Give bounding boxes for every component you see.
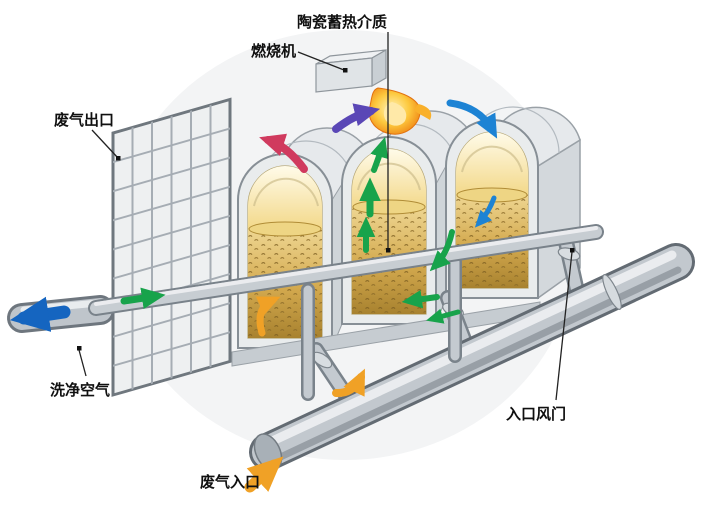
label-inlet-damper: 入口风门 (506, 405, 566, 423)
chamber-middle (341, 136, 437, 325)
leader-inlet-damper (555, 251, 573, 401)
orange-flow-arrow-elbow (332, 368, 365, 398)
diagram-labels: 陶瓷蓄热介质 燃烧机 废气出口 洗净空气 入口风门 废气入口 (50, 13, 566, 491)
green-flow-arrow-gap-down (429, 229, 455, 272)
orange-flow-arrow-bed (255, 296, 281, 337)
red-flow-arrow-top (259, 133, 308, 173)
leader-dot-damper (570, 248, 575, 253)
green-flow-arrow-to-flame (370, 136, 389, 173)
leader-dot-burner (343, 68, 348, 73)
ceramic-bed-left-hot (248, 166, 322, 228)
green-flow-arrow-pipe (120, 287, 166, 309)
chamber-left (237, 153, 333, 349)
label-ceramic-media: 陶瓷蓄热介质 (297, 13, 387, 31)
flow-arrows (9, 99, 498, 493)
exhaust-inlet-arrow (244, 456, 284, 493)
leader-dot-ceramic (386, 248, 391, 253)
lattice-panel (111, 97, 232, 397)
leader-lines (78, 32, 573, 401)
ceramic-bed-left-top (248, 221, 322, 237)
leader-dot-outlet (116, 156, 121, 161)
inlet-manifold-pipe (249, 243, 695, 471)
purple-flow-arrow-to-flame (332, 103, 381, 133)
label-clean-air: 洗净空气 (50, 381, 110, 399)
flame-icon (368, 87, 432, 135)
leader-exhaust-outlet (91, 129, 119, 159)
ceramic-bed-middle-top (352, 199, 426, 215)
label-burner: 燃烧机 (251, 42, 296, 60)
leader-clean-air (78, 349, 87, 377)
leader-burner (297, 51, 345, 71)
label-exhaust-outlet: 废气出口 (54, 111, 114, 129)
blue-flow-arrow-into-bed (474, 195, 497, 228)
ceramic-bed-right-hot (456, 132, 528, 194)
green-flow-arrow-under-1 (401, 289, 440, 309)
label-exhaust-inlet: 废气入口 (200, 473, 260, 491)
green-flow-arrow-under-2 (426, 308, 461, 324)
burner-box (315, 48, 387, 93)
inlet-pipe-collar (602, 274, 622, 310)
clean-air-out-arrow (9, 296, 71, 332)
leader-dot-clean-air (77, 346, 82, 351)
front-cross-pipe (88, 224, 604, 316)
leader-dots (77, 68, 575, 351)
blue-flow-arrow-top (446, 99, 498, 139)
